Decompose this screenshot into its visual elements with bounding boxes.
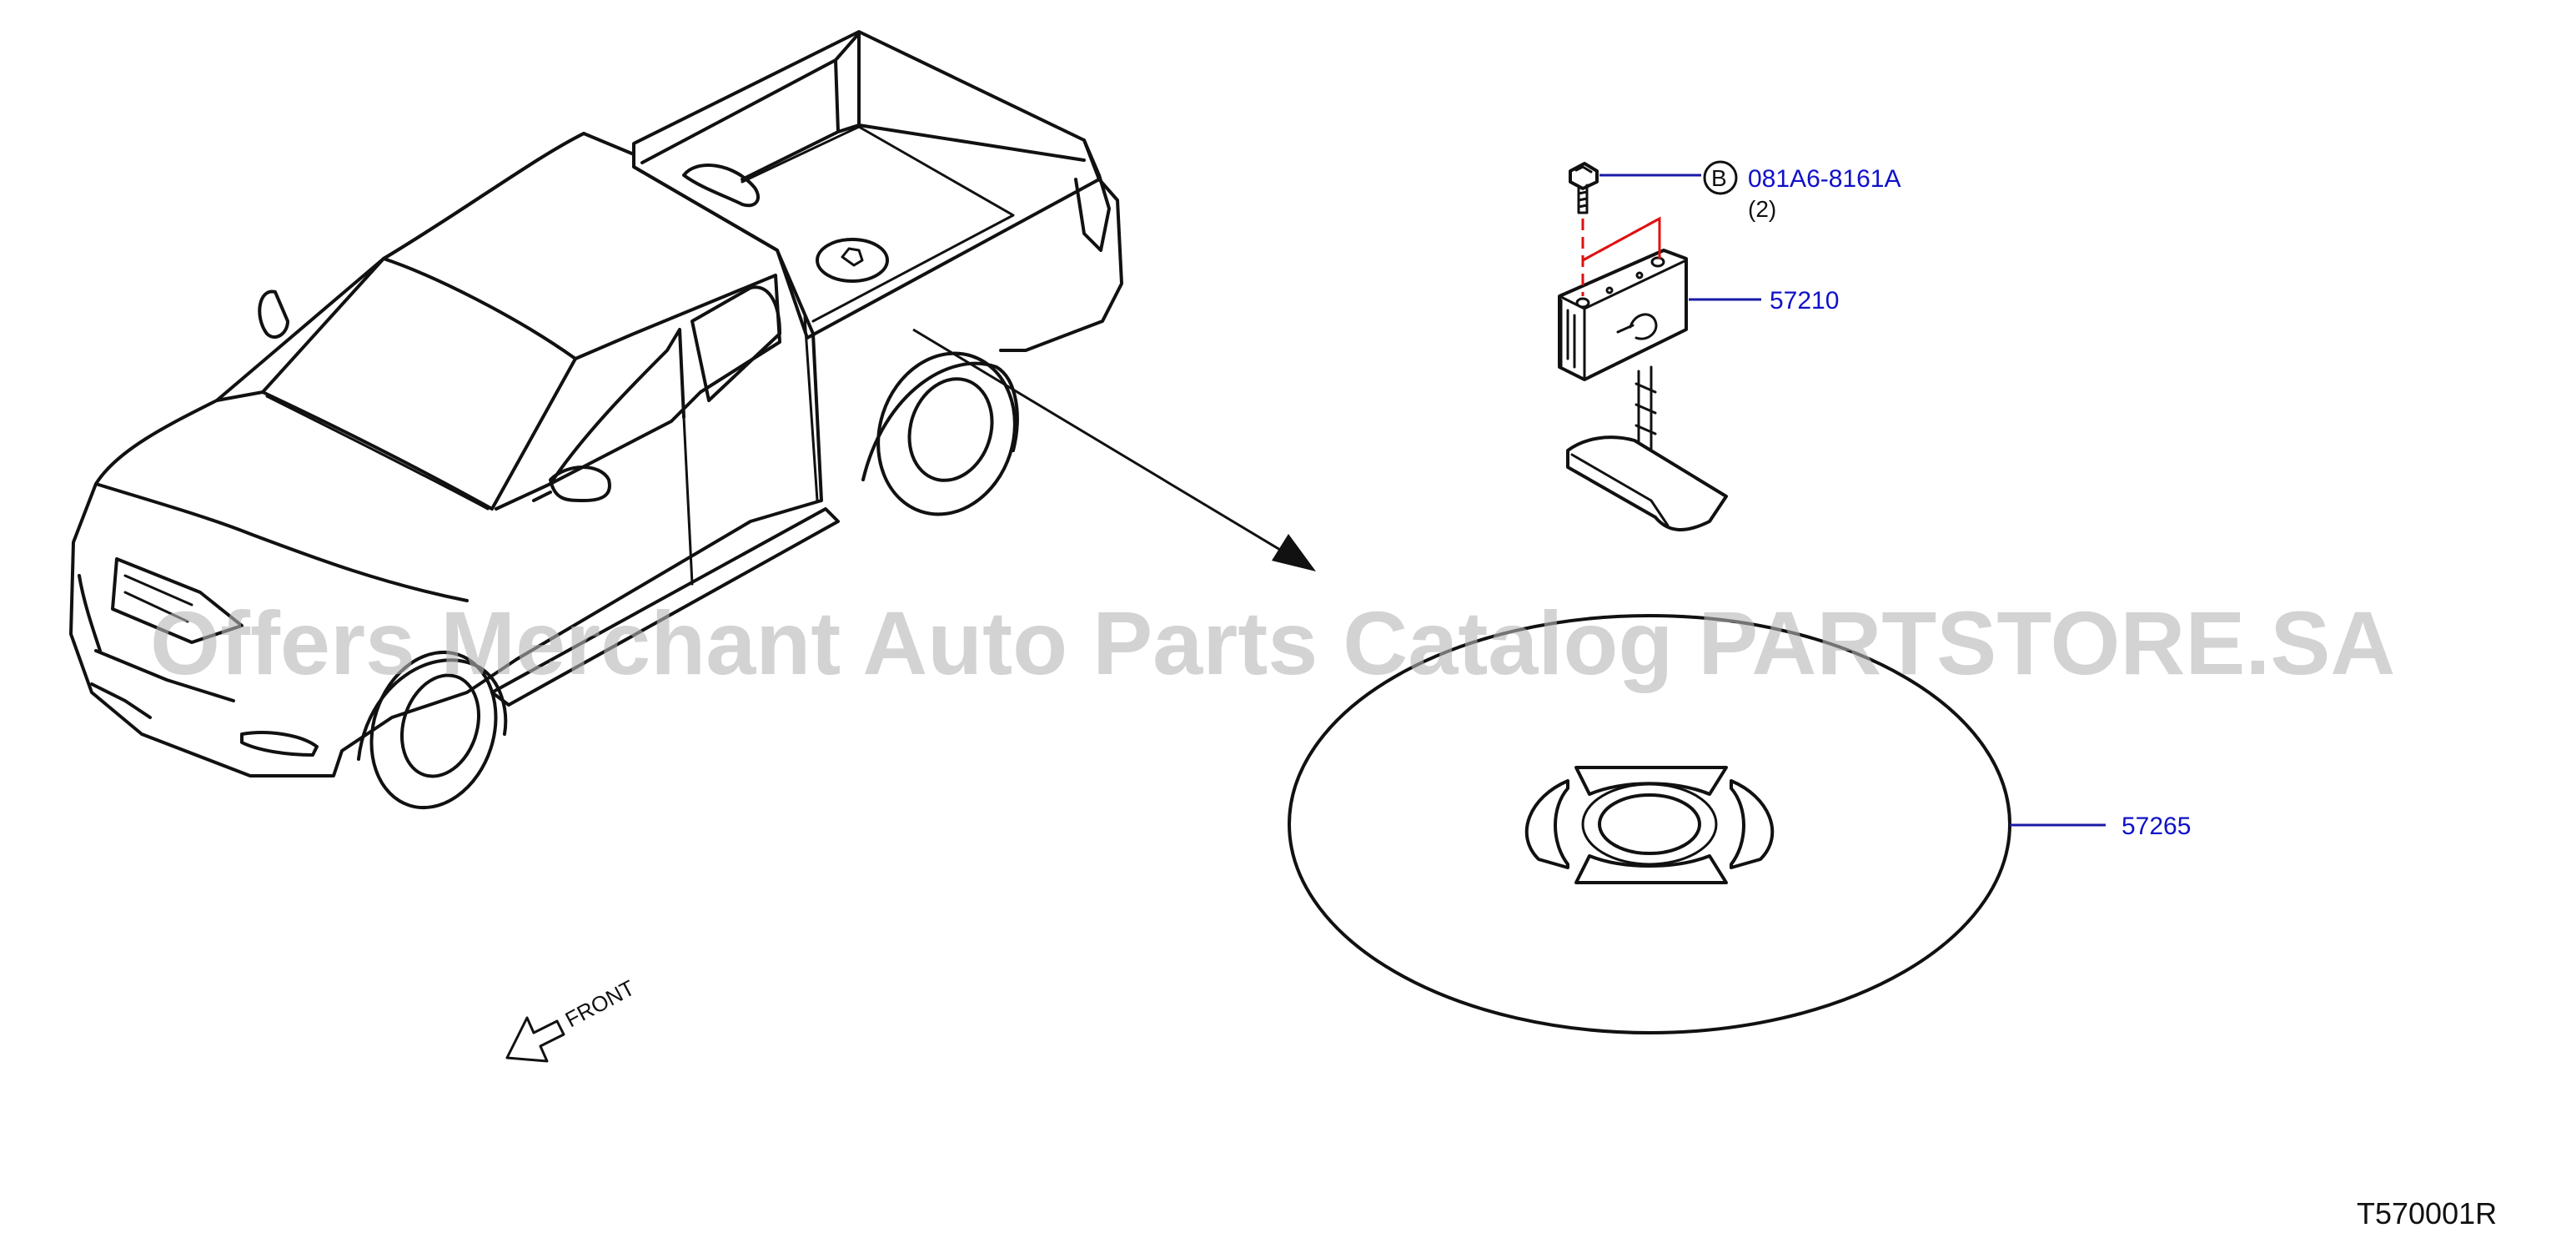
install-guide-lines: [1581, 216, 1661, 296]
callout-081A6-8161A[interactable]: B 081A6-8161A (2): [1599, 160, 1901, 222]
b-badge-icon: [1703, 160, 1738, 195]
part-number-081A6-8161A[interactable]: 081A6-8161A: [1748, 165, 1901, 193]
pickup-truck-illustration: [69, 30, 1123, 810]
part-number-57265[interactable]: 57265: [2122, 813, 2191, 840]
front-label: FRONT: [561, 975, 639, 1033]
front-direction-indicator: FRONT: [505, 975, 639, 1063]
callout-57210[interactable]: 57210: [1689, 287, 1839, 315]
location-arrow: [912, 328, 1316, 571]
part-quantity: (2): [1748, 196, 1776, 222]
watermark: Offers Merchant Auto Parts Catalog PARTS…: [150, 592, 2395, 693]
b-badge-label: B: [1711, 165, 1727, 191]
spare-tire-carrier-illustration: [1558, 249, 1728, 532]
callout-57265[interactable]: 57265: [2010, 813, 2191, 840]
part-number-57210[interactable]: 57210: [1770, 287, 1839, 315]
bolt-illustration: [1569, 162, 1599, 214]
diagram-reference-code: T570001R: [2357, 1196, 2497, 1230]
front-arrow-icon: [505, 1016, 565, 1063]
